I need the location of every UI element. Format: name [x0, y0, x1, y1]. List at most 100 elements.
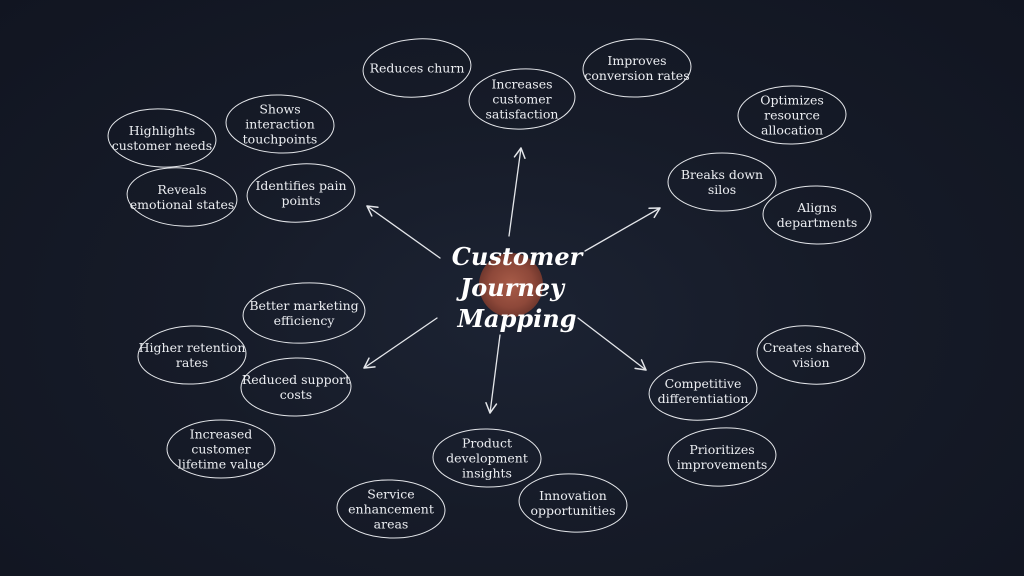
arrow-line-6 — [577, 317, 647, 371]
bubble-label: touchpoints — [243, 132, 318, 147]
bubble-label: vision — [791, 355, 829, 370]
bubble-outline — [582, 38, 692, 98]
bubble-label: customer — [191, 442, 250, 457]
bubble-outline — [126, 167, 238, 227]
bubble-label: Increases — [491, 77, 552, 92]
bubble-label: areas — [374, 517, 409, 532]
bubble-label: customer needs — [112, 138, 212, 153]
moon-graphic — [479, 253, 543, 317]
bubble-outline — [667, 152, 777, 212]
bubble-label: insights — [462, 466, 512, 481]
bubble-label: efficiency — [274, 313, 336, 328]
bubble-label: silos — [708, 182, 736, 197]
bubble-label: Better marketing — [249, 298, 358, 313]
bubble-outline — [756, 325, 866, 385]
arrow-line-3 — [366, 205, 441, 259]
bubble-label: Optimizes — [760, 93, 824, 108]
bubble-reduces-churn: Reduces churn — [362, 38, 472, 98]
bubble-outline — [246, 163, 356, 223]
arrow-head-icon — [366, 205, 379, 217]
bubble-label: Breaks down — [681, 167, 763, 182]
arrow-head-icon — [485, 402, 498, 414]
bubble-label: improvements — [677, 457, 768, 472]
moon-icon — [479, 253, 543, 317]
arrow-line-4 — [363, 317, 438, 369]
bubble-outline — [107, 108, 217, 168]
bubble-outline — [225, 94, 335, 154]
bubble-label: Creates shared — [763, 340, 860, 355]
bubble-label: Shows — [259, 102, 300, 117]
bubble-label: Aligns — [796, 200, 837, 215]
bubble-outline — [166, 419, 276, 479]
arrow-head-icon — [634, 359, 647, 371]
bubble-label: costs — [280, 387, 312, 402]
arrow-head-icon — [648, 207, 661, 219]
arrows-group — [363, 147, 661, 414]
bubble-label: opportunities — [531, 503, 616, 518]
bubble-outline — [648, 361, 758, 421]
bubble-label: Reduced support — [242, 372, 350, 387]
bubble-label: rates — [176, 355, 208, 370]
bubble-label: emotional states — [130, 197, 235, 212]
bubble-label: Identifies pain — [255, 178, 346, 193]
bubble-label: satisfaction — [486, 107, 559, 122]
arrow-line-1 — [508, 147, 522, 237]
bubble-label: Prioritizes — [689, 442, 754, 457]
arrow-line-2 — [584, 207, 661, 252]
arrow-head-icon — [513, 147, 526, 160]
bubble-label: points — [281, 193, 320, 208]
bubble-label: Competitive — [665, 376, 742, 391]
bubble-outline — [518, 473, 628, 533]
bubbles-group: Reduces churnIncreasescustomersatisfacti… — [107, 38, 872, 539]
title-line-3: Mapping — [456, 304, 576, 333]
bubble-label: departments — [777, 215, 858, 230]
bubble-label: Increased — [190, 427, 253, 442]
title-line-2: Journey — [456, 273, 566, 302]
bubble-label: Reduces churn — [370, 61, 465, 76]
bubble-outline — [762, 185, 872, 245]
bubble-label: differentiation — [658, 391, 749, 406]
bubble-outline — [336, 479, 446, 539]
title-line-1: Customer — [452, 242, 585, 271]
bubble-label: Highlights — [129, 123, 195, 138]
arrow-line-5 — [489, 334, 501, 414]
bubble-outline — [137, 325, 247, 385]
bubble-label: customer — [492, 92, 551, 107]
bubble-label: Product — [462, 436, 512, 451]
arrow-head-icon — [363, 357, 376, 369]
bubble-label: conversion rates — [584, 68, 689, 83]
bubble-outline — [737, 85, 847, 145]
bubble-label: Higher retention — [139, 340, 246, 355]
bubble-label: development — [446, 451, 528, 466]
bubble-label: Reveals — [157, 182, 206, 197]
bubble-label: resource — [764, 108, 820, 123]
bubble-outline — [240, 357, 352, 417]
bubble-outline — [432, 428, 542, 488]
bubble-outline — [242, 282, 366, 344]
bubble-label: interaction — [245, 117, 315, 132]
bubble-outline — [362, 38, 472, 98]
bubble-outline — [667, 427, 777, 487]
bubble-label: Improves — [607, 53, 666, 68]
bubble-label: lifetime value — [178, 457, 264, 472]
